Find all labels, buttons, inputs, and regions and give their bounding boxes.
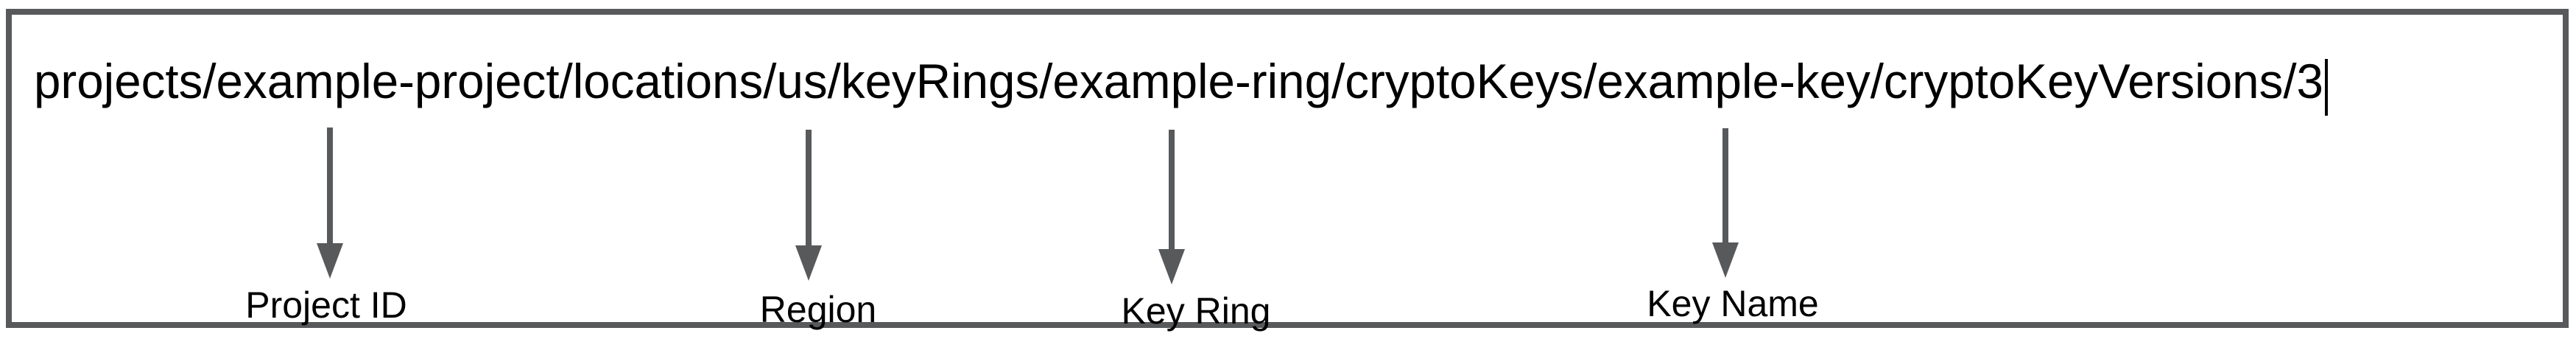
key-name-label: Key Name (1647, 283, 1819, 324)
region-label: Region (759, 289, 877, 330)
arrow-shaft (1722, 128, 1728, 242)
arrow-head-icon (317, 243, 343, 279)
resource-path-text: projects/example-project/locations/us/ke… (34, 53, 2328, 116)
key-name-arrow (1712, 128, 1739, 278)
project-id-label: Project ID (245, 284, 407, 326)
text-cursor (2324, 59, 2328, 116)
arrow-head-icon (1712, 242, 1739, 278)
resource-path-value: projects/example-project/locations/us/ke… (34, 55, 2323, 108)
arrow-head-icon (795, 245, 822, 281)
arrow-shaft (327, 127, 333, 243)
project-id-arrow (317, 127, 343, 279)
resource-path-input[interactable]: projects/example-project/locations/us/ke… (6, 9, 2569, 332)
key-ring-arrow (1158, 130, 1185, 284)
arrow-head-icon (1158, 249, 1185, 284)
arrow-shaft (806, 130, 812, 245)
key-ring-label: Key Ring (1121, 290, 1271, 332)
region-arrow (795, 130, 822, 281)
arrow-shaft (1169, 130, 1175, 249)
